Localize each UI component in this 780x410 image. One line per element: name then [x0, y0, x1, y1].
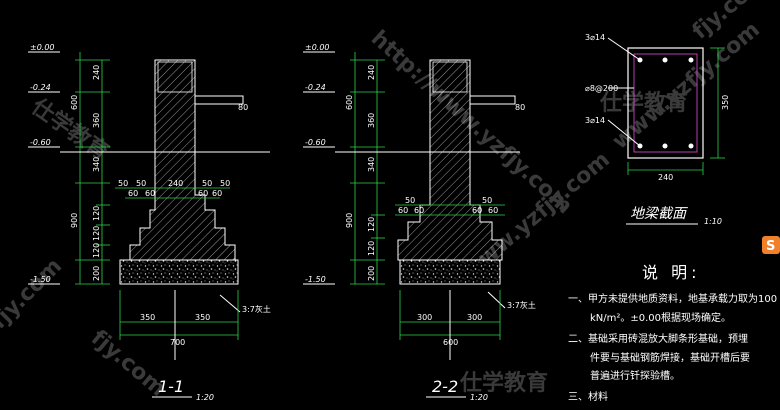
level2-024: -0.24	[305, 83, 326, 92]
dim2-120a: 120	[367, 217, 376, 232]
step-50c: 50	[202, 179, 212, 188]
dim2-900: 900	[345, 213, 354, 228]
dim-200: 200	[92, 266, 101, 281]
soil-label-2: 3:7灰土	[507, 300, 536, 310]
level2-000: ±0.00	[305, 43, 330, 52]
step2-60d: 60	[488, 206, 498, 215]
bottom-700: 700	[170, 338, 185, 347]
section-1-1: ±0.00 -0.24 -0.60 -1.50 240 360 340 600 …	[28, 43, 271, 402]
dim-360: 360	[92, 113, 101, 128]
step-240: 240	[168, 179, 183, 188]
level-024: -0.24	[30, 83, 51, 92]
bottom-350a: 350	[140, 313, 155, 322]
bottom2-300a: 300	[417, 313, 432, 322]
watermark-url-3: www.yzfjy.com	[608, 17, 765, 154]
step2-50a: 50	[405, 196, 415, 205]
dim2-200: 200	[367, 266, 376, 281]
section-2-2: ±0.00 -0.24 -0.60 -1.50 240 360 340 600 …	[303, 43, 536, 402]
beam-dim-1: 80	[238, 103, 248, 112]
section-title-1: 1-1	[158, 377, 184, 396]
step-60c: 60	[198, 189, 208, 198]
note-3: 三、材料	[568, 390, 608, 403]
watermark-text-3: 仕学教育	[459, 370, 548, 396]
note-1: 一、甲方未提供地质资料，地基承载力取为100	[568, 292, 777, 305]
dim2-240: 240	[367, 65, 376, 80]
note-2: 二、基础采用砖混放大脚条形基础，预埋	[568, 332, 748, 345]
bottom2-300b: 300	[467, 313, 482, 322]
level2-060: -0.60	[305, 138, 326, 147]
beam-section: 3⌀14 ⌀8@200 3⌀14 240 350 地梁截面 1:10	[585, 33, 730, 226]
dim-240: 240	[92, 65, 101, 80]
note-2b: 件要与基础钢筋焊接，基础开槽后要	[590, 351, 750, 364]
step-50a: 50	[118, 179, 128, 188]
bottom-350b: 350	[195, 313, 210, 322]
footing-2-2	[397, 59, 503, 261]
dim-340: 340	[92, 157, 101, 172]
bottom2-600: 600	[443, 338, 458, 347]
step-60d: 60	[212, 189, 222, 198]
level-150: -1.50	[30, 275, 51, 284]
dim2-600: 600	[345, 95, 354, 110]
beam-height: 350	[721, 95, 730, 110]
beam-scale: 1:10	[704, 217, 722, 226]
watermark-url: http://www.yzfjy.com	[366, 26, 577, 219]
dim2-360: 360	[367, 113, 376, 128]
beam-dim-2: 80	[515, 103, 525, 112]
bottom-bars: 3⌀14	[585, 116, 605, 125]
dim-120c: 120	[92, 243, 101, 258]
level-060: -0.60	[30, 138, 51, 147]
note-2c: 普遍进行钎探验槽。	[590, 369, 680, 382]
badge-letter: S	[766, 239, 775, 254]
notes: 说 明: 一、甲方未提供地质资料，地基承载力取为100 kN/m²。±0.00根…	[568, 263, 777, 403]
level-000: ±0.00	[30, 43, 55, 52]
watermark-text-2: 仕学教育	[599, 90, 688, 116]
dim2-120b: 120	[367, 241, 376, 256]
dim-600: 600	[70, 95, 79, 110]
dim-900: 900	[70, 213, 79, 228]
section-scale-1: 1:20	[196, 393, 214, 402]
footing-1-1	[129, 59, 236, 261]
stirrup: ⌀8@200	[585, 84, 618, 93]
step-50d: 50	[220, 179, 230, 188]
level2-150: -1.50	[305, 275, 326, 284]
soil-label-1: 3:7灰土	[242, 304, 271, 314]
step2-60a: 60	[398, 206, 408, 215]
step-50b: 50	[136, 179, 146, 188]
step2-50b: 50	[482, 196, 492, 205]
dim-120a: 120	[92, 206, 101, 221]
step2-60b: 60	[414, 206, 424, 215]
beam-width: 240	[658, 173, 673, 182]
step2-60c: 60	[472, 206, 482, 215]
watermark-short: fjy.com	[0, 254, 67, 335]
corner-badge: S	[762, 236, 780, 254]
dim2-340: 340	[367, 157, 376, 172]
dim-120b: 120	[92, 226, 101, 241]
section-scale-2: 1:20	[470, 393, 488, 402]
notes-heading: 说 明:	[642, 263, 700, 282]
top-bars: 3⌀14	[585, 33, 605, 42]
step-60a: 60	[128, 189, 138, 198]
note-1b: kN/m²。±0.00根据现场确定。	[590, 311, 731, 324]
beam-title: 地梁截面	[630, 206, 688, 222]
step-60b: 60	[145, 189, 155, 198]
section-title-2: 2-2	[432, 377, 458, 396]
